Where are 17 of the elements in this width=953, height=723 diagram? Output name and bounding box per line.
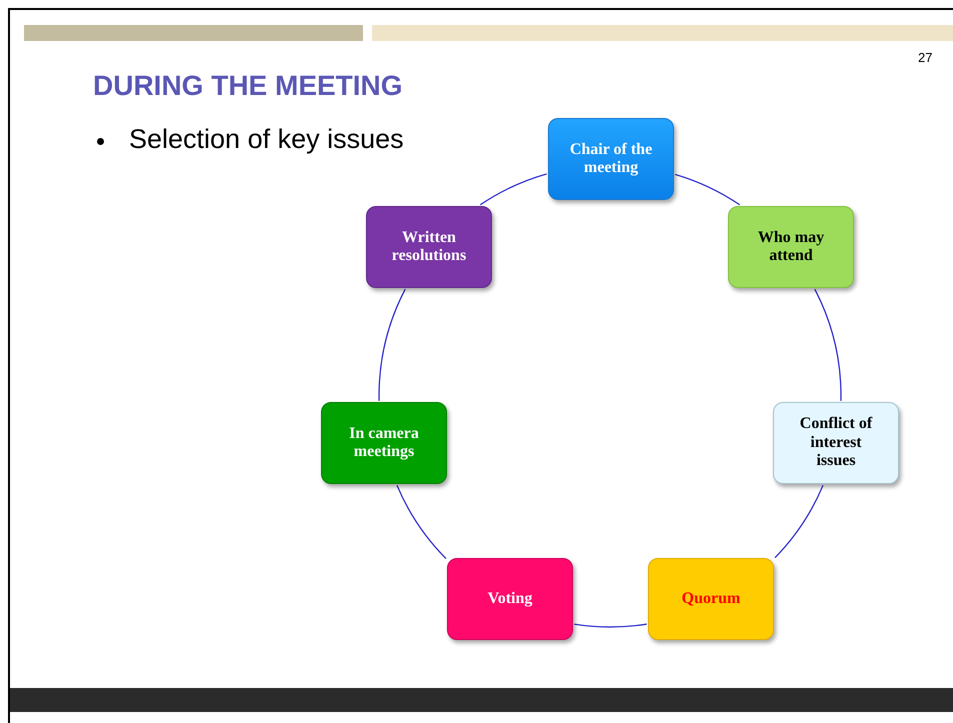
connector-arc: [814, 288, 842, 401]
connector-arc: [396, 485, 446, 559]
connector-arc: [774, 485, 824, 558]
topic-box: In camera meetings: [321, 402, 447, 484]
bullet-text: Selection of key issues: [129, 124, 404, 154]
topic-box: Who may attend: [728, 206, 854, 288]
topic-box: Written resolutions: [366, 206, 492, 288]
topic-box: Chair of the meeting: [548, 118, 674, 200]
page-number: 27: [918, 50, 932, 65]
topic-box: Conflict of interest issues: [773, 402, 899, 484]
topic-box: Voting: [447, 558, 573, 640]
slide-title: DURING THE MEETING: [93, 70, 403, 102]
topic-box: Quorum: [648, 558, 774, 640]
connector-arc: [378, 288, 406, 401]
connector-arc: [675, 174, 740, 206]
connector-arc: [574, 624, 647, 628]
connector-arc: [480, 173, 547, 206]
